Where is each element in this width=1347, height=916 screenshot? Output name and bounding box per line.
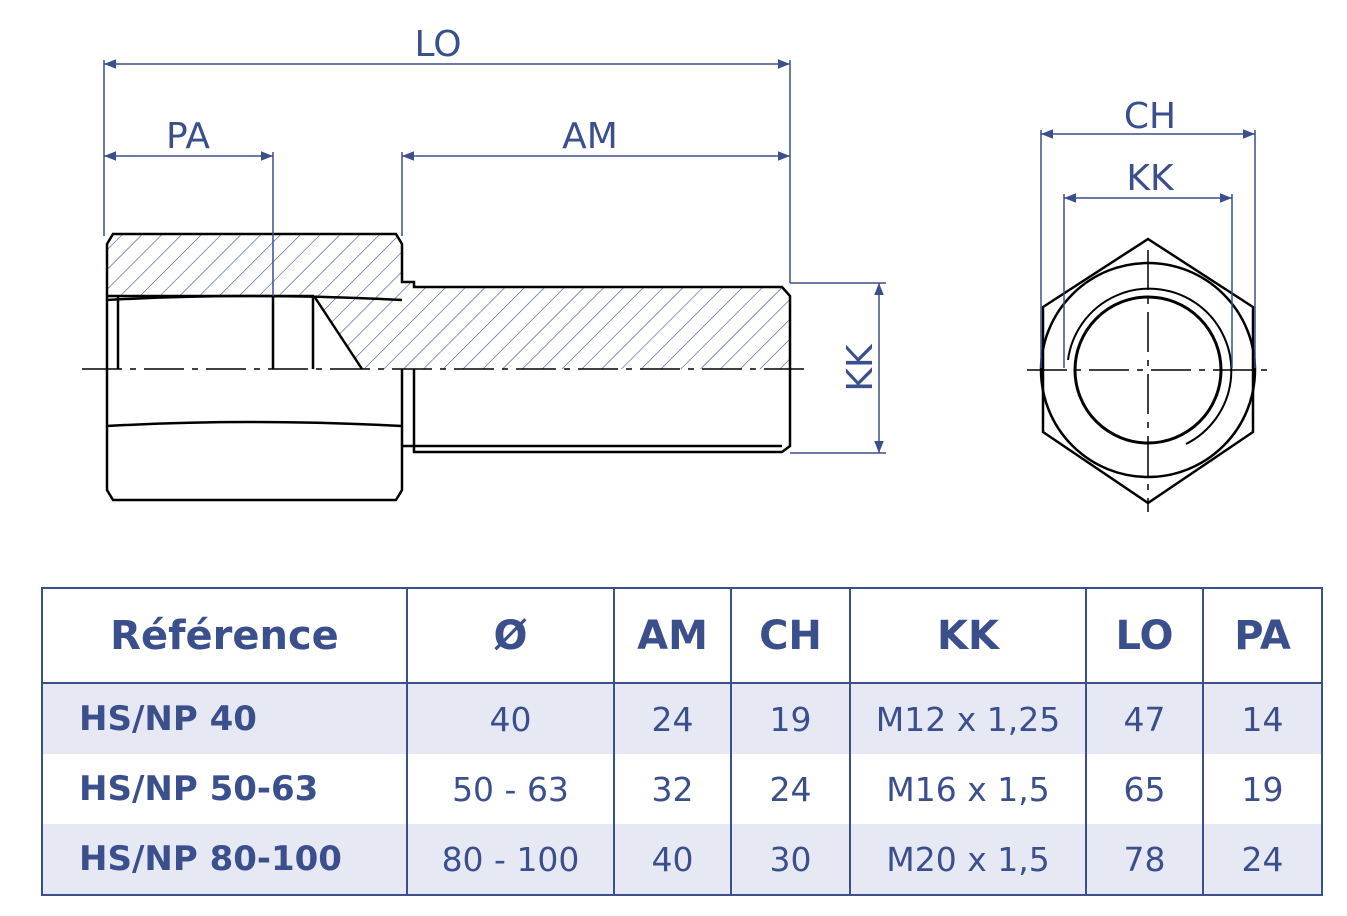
header-lo: LO xyxy=(1085,588,1204,684)
cell-ch: 19 xyxy=(730,683,851,754)
dim-kk-end-label: KK xyxy=(1126,158,1175,199)
header-kk: KK xyxy=(849,588,1087,684)
table-row: HS/NP 80-100 80 - 100 40 30 M20 x 1,5 78… xyxy=(41,824,1323,895)
cell-pa: 14 xyxy=(1202,683,1323,754)
section-hatch xyxy=(107,234,790,369)
cell-ch: 30 xyxy=(730,824,851,895)
cell-kk: M16 x 1,5 xyxy=(849,754,1087,824)
cell-lo: 47 xyxy=(1085,683,1204,754)
header-am: AM xyxy=(613,588,732,684)
technical-drawing: LO PA AM KK CH KK xyxy=(82,24,1275,512)
cell-reference: HS/NP 50-63 xyxy=(41,754,408,824)
cell-diameter: 50 - 63 xyxy=(406,754,615,824)
cell-kk: M12 x 1,25 xyxy=(849,683,1087,754)
dim-am-label: AM xyxy=(562,116,618,157)
cell-reference: HS/NP 40 xyxy=(41,683,408,754)
dim-kk-side-label: KK xyxy=(840,343,881,392)
cell-kk: M20 x 1,5 xyxy=(849,824,1087,895)
cell-lo: 65 xyxy=(1085,754,1204,824)
header-reference: Référence xyxy=(41,588,408,684)
cell-am: 40 xyxy=(613,824,732,895)
thread-arc xyxy=(1067,287,1233,445)
end-view xyxy=(1027,237,1275,512)
cell-diameter: 40 xyxy=(406,683,615,754)
table-header-row: Référence Ø AM CH KK LO PA xyxy=(41,588,1323,684)
cell-diameter: 80 - 100 xyxy=(406,824,615,895)
dim-lo-label: LO xyxy=(414,24,461,65)
cell-pa: 19 xyxy=(1202,754,1323,824)
end-dimensions xyxy=(1040,129,1256,368)
cell-am: 32 xyxy=(613,754,732,824)
dim-ch-label: CH xyxy=(1124,96,1176,137)
cell-am: 24 xyxy=(613,683,732,754)
header-diameter: Ø xyxy=(406,588,615,684)
header-pa: PA xyxy=(1202,588,1323,684)
table-row: HS/NP 50-63 50 - 63 32 24 M16 x 1,5 65 1… xyxy=(41,754,1323,824)
side-view xyxy=(82,232,812,502)
dim-pa-label: PA xyxy=(166,116,210,157)
cell-pa: 24 xyxy=(1202,824,1323,895)
cell-lo: 78 xyxy=(1085,824,1204,895)
cell-ch: 24 xyxy=(730,754,851,824)
table-row: HS/NP 40 40 24 19 M12 x 1,25 47 14 xyxy=(41,683,1323,754)
cell-reference: HS/NP 80-100 xyxy=(41,824,408,895)
side-dimensions xyxy=(103,59,886,454)
header-ch: CH xyxy=(730,588,851,684)
spec-table: Référence Ø AM CH KK LO PA HS/NP 40 40 2… xyxy=(41,587,1323,896)
